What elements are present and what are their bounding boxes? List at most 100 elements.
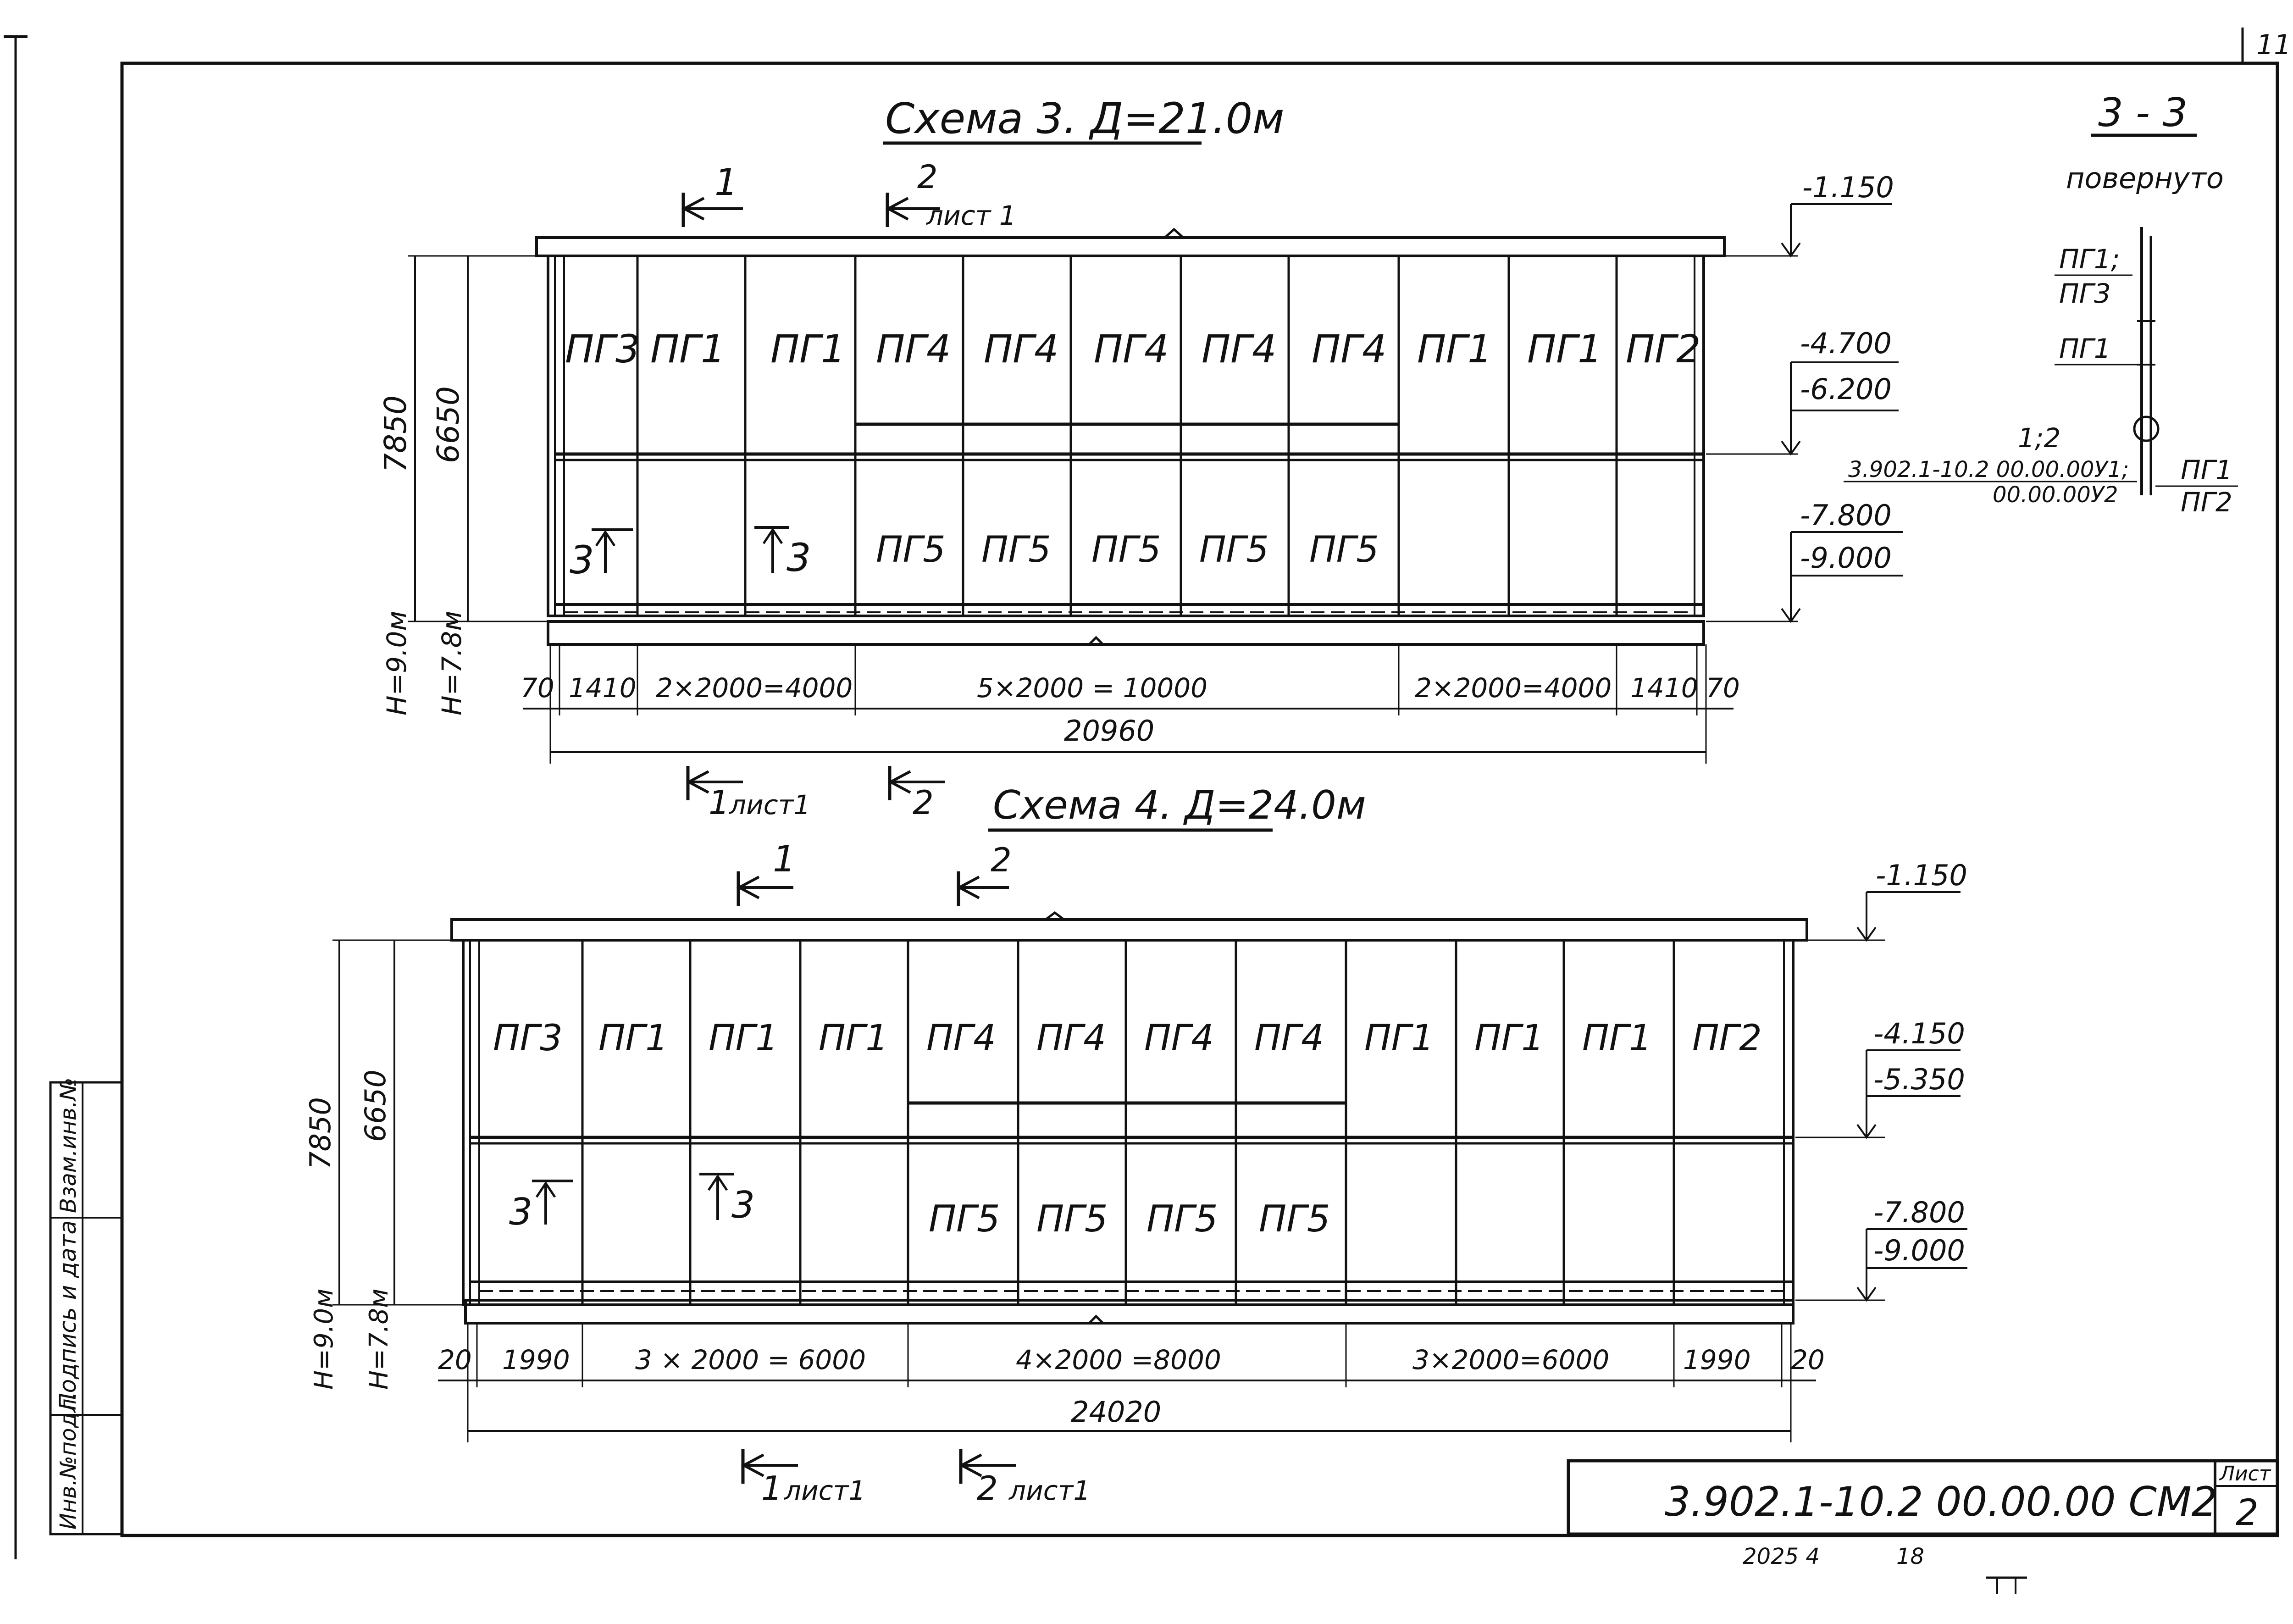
scheme3-panel-lower: ПГ5 [1091, 529, 1161, 571]
svg-text:1990: 1990 [1683, 1344, 1751, 1375]
svg-text:-5.350: -5.350 [1873, 1063, 1965, 1096]
section33-title: 3 - 3 [2098, 90, 2188, 136]
scheme4-height-dims: 7850 6650 Н=9.0м Н=7.8м [304, 939, 463, 1390]
svg-text:3×2000=6000: 3×2000=6000 [1412, 1344, 1609, 1375]
scheme3-panel-lower: ПГ5 [981, 529, 1051, 571]
svg-text:3: 3 [731, 1184, 755, 1226]
svg-text:Н=7.8м: Н=7.8м [436, 611, 467, 715]
section-1-marker-top: 1 [681, 161, 743, 227]
svg-text:3: 3 [570, 538, 594, 582]
scheme4-panel-upper: ПГ1 [819, 1018, 888, 1059]
svg-text:-9.000: -9.000 [1873, 1234, 1965, 1267]
section-2-marker-bottom: 2 [887, 766, 945, 822]
svg-text:2×2000=4000: 2×2000=4000 [656, 672, 853, 704]
scheme4-panel-upper: ПГ4 [1036, 1018, 1106, 1059]
svg-text:-6.200: -6.200 [1800, 372, 1892, 406]
scheme3-panel-upper: ПГ1 [1527, 327, 1602, 371]
section-2-marker-top: 2 [956, 841, 1012, 906]
svg-text:20960: 20960 [1064, 714, 1154, 748]
scheme4-panel-joints [581, 940, 1675, 1305]
section-3-marker-right: 3 [754, 526, 811, 580]
svg-text:1990: 1990 [502, 1344, 570, 1375]
scheme4-panel-lower: ПГ5 [1259, 1197, 1330, 1240]
svg-text:00.00.00У2: 00.00.00У2 [1993, 482, 2118, 508]
section-1-marker-top: 1 [736, 839, 796, 906]
scheme3-panel-upper: ПГ4 [1312, 327, 1386, 371]
scheme-4: Схема 4. Д=24.0м 1 2 [304, 782, 1967, 1508]
scheme4-title: Схема 4. Д=24.0м [993, 782, 1366, 828]
svg-text:1;2: 1;2 [2018, 422, 2060, 454]
stamp-signature-date: Подпись и дата [55, 1220, 81, 1410]
scheme4-panel-lower: ПГ5 [929, 1197, 1000, 1240]
svg-text:70: 70 [1706, 672, 1740, 704]
section-2-marker-top: 2 лист 1 [885, 158, 1016, 231]
page-number: 11 [2256, 29, 2291, 61]
svg-text:70: 70 [521, 672, 554, 704]
svg-text:7850: 7850 [304, 1097, 337, 1170]
scheme3-panel-upper: ПГ4 [1094, 327, 1169, 371]
scheme-3: Схема 3. Д=21.0м 1 2 лист 1 [378, 94, 1903, 822]
scheme3-panel-upper: ПГ1 [770, 327, 845, 371]
section33-subtitle: повернуто [2066, 161, 2224, 195]
svg-text:3: 3 [509, 1191, 532, 1233]
scheme4-panel-lower: ПГ5 [1146, 1197, 1218, 1240]
svg-text:6650: 6650 [431, 386, 466, 463]
svg-text:2×2000=4000: 2×2000=4000 [1415, 672, 1612, 704]
scheme3-panel-upper: ПГ4 [984, 327, 1058, 371]
svg-text:3.902.1-10.2 00.00.00У1;: 3.902.1-10.2 00.00.00У1; [1848, 457, 2129, 482]
section-3-3: 3 - 3 повернуто ПГ1; ПГ3 ПГ1 1;2 3.902.1… [1844, 90, 2238, 518]
svg-text:ПГ2: ПГ2 [2181, 487, 2232, 518]
scheme3-panel-lower: ПГ5 [1199, 529, 1269, 571]
svg-text:7850: 7850 [378, 395, 413, 472]
scheme4-panel-upper: ПГ4 [1254, 1018, 1324, 1059]
svg-text:2: 2 [991, 841, 1012, 879]
svg-text:лист 1: лист 1 [926, 200, 1016, 231]
scheme4-length-dims: 20 1990 3 × 2000 = 6000 4×2000 =8000 3×2… [438, 1323, 1825, 1442]
scheme3-height-dims: 7850 6650 Н=9.0м Н=7.8м [378, 255, 550, 715]
svg-text:ПГ3: ПГ3 [2059, 278, 2111, 309]
scheme4-panel-upper: ПГ1 [1364, 1018, 1434, 1059]
svg-text:Н=7.8м: Н=7.8м [364, 1289, 394, 1390]
svg-text:-4.700: -4.700 [1800, 327, 1892, 360]
svg-text:1410: 1410 [569, 672, 637, 704]
svg-text:3 × 2000 = 6000: 3 × 2000 = 6000 [635, 1344, 866, 1375]
sheet-frame [4, 28, 2279, 1559]
svg-text:-7.800: -7.800 [1800, 499, 1892, 532]
svg-text:-4.150: -4.150 [1873, 1017, 1965, 1050]
scheme3-title: Схема 3. Д=21.0м [885, 94, 1285, 143]
svg-text:24020: 24020 [1071, 1395, 1161, 1429]
section-3-marker-left: 3 [570, 528, 633, 582]
margin-stamp: Инв.№подл. Подпись и дата Взам.инв.№ [49, 1078, 123, 1535]
section-3-marker-right: 3 [699, 1173, 755, 1226]
section-2-marker-bottom: 2 лист1 [958, 1449, 1090, 1508]
svg-text:Н=9.0м: Н=9.0м [381, 611, 412, 715]
svg-text:-7.800: -7.800 [1873, 1196, 1965, 1229]
svg-text:1: 1 [773, 839, 796, 880]
section-3-marker-left: 3 [509, 1180, 573, 1233]
scheme3-length-dims: 70 1410 2×2000=4000 5×2000 = 10000 2×200… [521, 644, 1740, 764]
scheme3-panel-upper: ПГ3 [565, 327, 640, 371]
scheme3-panel-upper: ПГ4 [1202, 327, 1276, 371]
sheet-label: Лист [2219, 1462, 2271, 1485]
svg-text:1: 1 [761, 1469, 782, 1508]
scheme4-panel-upper: ПГ3 [493, 1018, 563, 1059]
copy-number: 18 [1896, 1544, 1924, 1569]
scheme4-panel-upper: ПГ2 [1692, 1018, 1762, 1059]
section-1-marker-bottom: 1 лист1 [686, 766, 810, 822]
svg-text:-1.150: -1.150 [1802, 171, 1894, 204]
section-1-marker-bottom: 1 лист1 [741, 1449, 865, 1508]
svg-text:Н=9.0м: Н=9.0м [309, 1289, 339, 1390]
sheet-number: 2 [2236, 1492, 2259, 1534]
svg-text:ПГ1: ПГ1 [2181, 454, 2232, 486]
scheme4-panel-upper: ПГ1 [709, 1018, 778, 1059]
scheme3-panel-lower: ПГ5 [876, 529, 946, 571]
svg-text:20: 20 [1791, 1344, 1825, 1375]
scheme4-panel-upper: ПГ1 [598, 1018, 668, 1059]
svg-text:1410: 1410 [1630, 672, 1698, 704]
svg-text:лист1: лист1 [784, 1475, 865, 1506]
svg-text:6650: 6650 [359, 1070, 392, 1142]
svg-text:-1.150: -1.150 [1876, 859, 1967, 892]
svg-text:лист1: лист1 [1008, 1475, 1090, 1506]
scheme3-panel-upper: ПГ1 [1417, 327, 1492, 371]
